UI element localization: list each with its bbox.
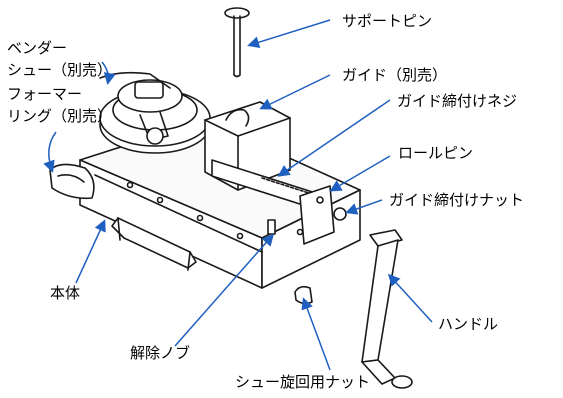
- label-former-ring-line2: リング（別売）: [7, 107, 113, 125]
- release-knob-shape: [267, 219, 276, 235]
- bender-shoe: [99, 71, 183, 145]
- leader-bender-shoe: [101, 61, 116, 85]
- leader-shoe-nut: [301, 297, 331, 371]
- crank-handle: [361, 229, 413, 389]
- label-release-knob: 解除ノブ: [130, 344, 191, 362]
- leader-body: [75, 219, 106, 284]
- label-former-ring-line1: フォーマー: [7, 85, 83, 103]
- label-bender-shoe-line1: ベンダー: [7, 39, 68, 57]
- support-pin: [224, 7, 250, 78]
- label-guide: ガイド（別売）: [342, 66, 448, 84]
- label-guide-nut: ガイド締付けナット: [389, 191, 525, 209]
- guide-plate: [299, 185, 347, 245]
- label-shoe-nut: シュー旋回用ナット: [235, 373, 371, 391]
- left-grip: [49, 163, 95, 200]
- label-support-pin: サポートピン: [342, 12, 433, 30]
- leader-handle: [387, 273, 433, 323]
- leader-guide-screw: [277, 99, 391, 177]
- label-bender-shoe-line2: シュー（別売）: [7, 61, 113, 79]
- label-body: 本体: [50, 284, 81, 302]
- label-roll-pin: ロールピン: [398, 144, 474, 162]
- label-handle: ハンドル: [438, 315, 499, 333]
- leader-guide: [259, 74, 331, 110]
- leader-release-knob: [174, 233, 274, 347]
- leader-former-ring: [43, 131, 57, 173]
- leader-support-pin: [247, 19, 331, 49]
- label-guide-screw: ガイド締付けネジ: [397, 92, 518, 110]
- leader-guide-nut: [345, 199, 383, 215]
- shoe-nut-shape: [294, 285, 313, 305]
- leader-roll-pin: [329, 155, 391, 192]
